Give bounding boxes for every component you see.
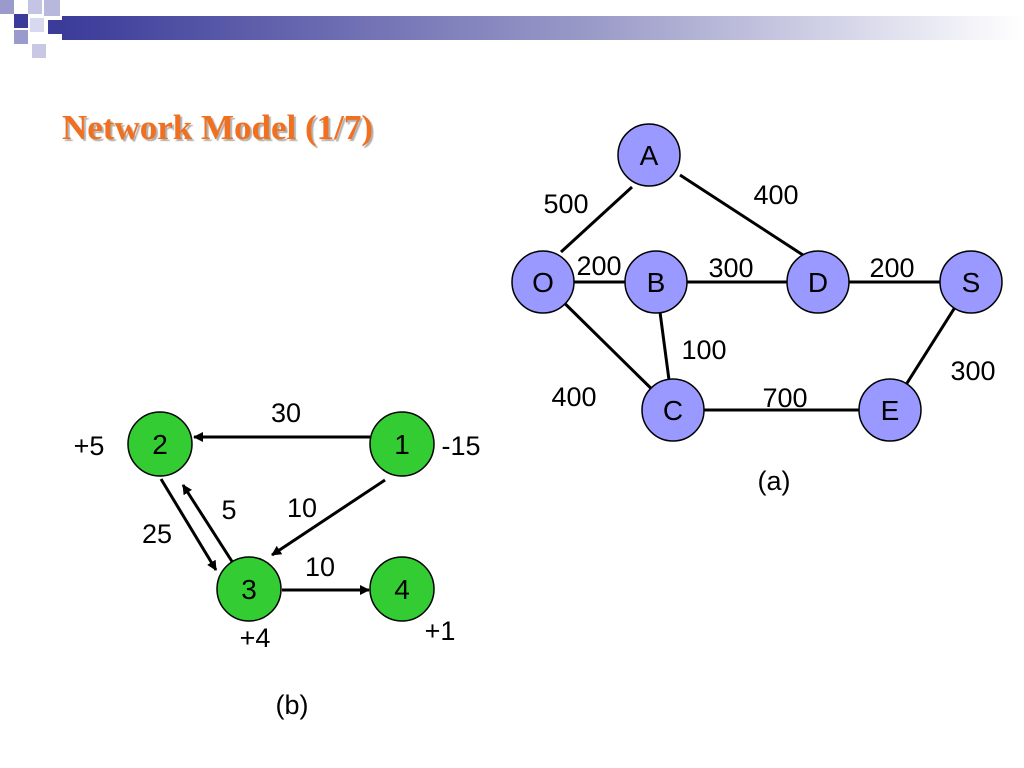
edge-B-C [658,312,671,380]
node-label-A: A [640,140,659,171]
arc-2-3 [159,478,218,571]
node-label-C: C [663,395,683,426]
edge-O-C [564,302,652,390]
node-label-4: 4 [394,574,410,605]
arc-cost-1-3: 10 [287,493,317,523]
network-graph-b: 30 10 25 5 10 1 -15 2 +5 3 +4 4 +1 [74,398,481,653]
edge-weight-C-E: 700 [762,383,807,413]
node-label-E: E [881,395,900,426]
header-square [30,18,44,32]
node-label-1: 1 [394,429,410,460]
edge-weight-A-D: 400 [753,180,798,210]
edge-weight-B-D: 300 [708,253,753,283]
edge-weight-O-B: 200 [576,251,621,281]
header-decoration [0,0,1024,58]
node-supply-1: -15 [441,431,480,461]
arc-cost-1-2: 30 [271,398,301,428]
edge-weight-O-A: 500 [543,189,588,219]
node-label-2: 2 [152,429,168,460]
caption-a: (a) [758,466,791,496]
node-4 [369,556,435,622]
node-O [511,250,575,314]
node-2 [127,411,193,477]
arc-cost-3-2: 5 [221,495,236,525]
node-supply-3: +4 [240,623,271,653]
arc-cost-2-3: 25 [142,519,172,549]
arc-cost-3-4: 10 [305,552,335,582]
node-D [786,250,850,314]
edge-weight-E-S: 300 [950,356,995,386]
edge-A-D [679,173,807,259]
node-S [939,250,1003,314]
header-square [44,0,60,16]
node-C [641,378,705,442]
edge-weight-D-S: 200 [869,253,914,283]
node-A [617,123,681,187]
slide-title: Network Model (1/7) [62,108,374,147]
header-square [14,30,28,44]
node-label-3: 3 [241,574,257,605]
arc-1-3 [271,478,386,557]
edge-weight-O-C: 400 [551,382,596,412]
node-supply-4: +1 [425,616,456,646]
node-1 [369,411,435,477]
caption-b: (b) [276,690,309,720]
header-square [48,20,62,34]
node-B [624,250,688,314]
header-square [0,0,14,14]
header-square [14,14,28,28]
edge-O-A [559,185,634,254]
node-label-D: D [808,267,828,298]
header-gradient-bar [62,16,1024,40]
node-label-S: S [962,267,981,298]
header-square [32,44,46,58]
node-label-B: B [647,267,666,298]
network-graph-a: 500 400 200 300 200 100 400 700 300 A O B D S C E [511,123,1003,442]
edge-E-S [905,307,956,385]
node-label-O: O [532,267,554,298]
arc-3-2 [181,484,235,564]
node-E [858,378,922,442]
node-supply-2: +5 [74,431,105,461]
header-square [28,0,42,14]
node-3 [216,556,282,622]
edge-weight-B-C: 100 [681,335,726,365]
